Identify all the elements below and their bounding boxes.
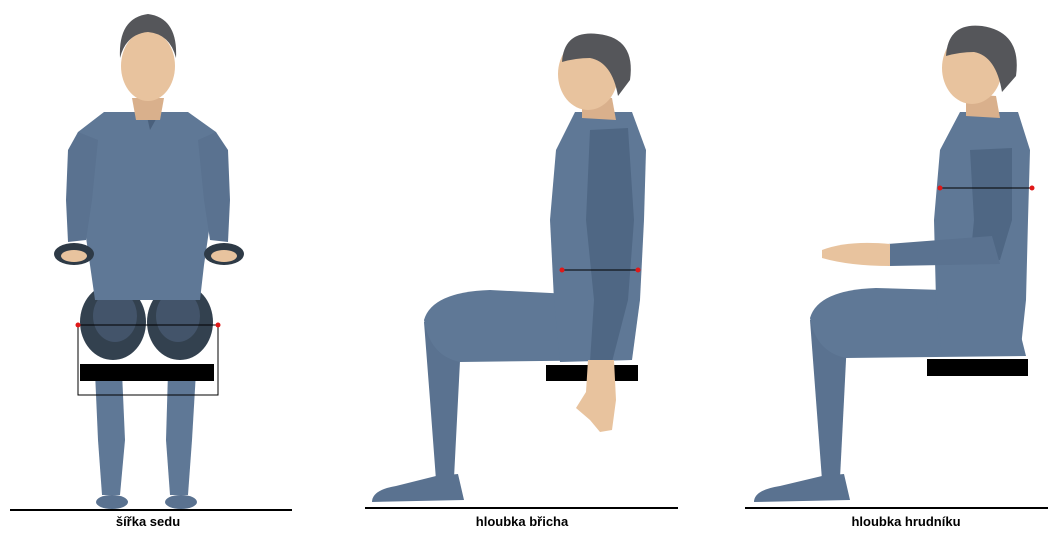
front-view-figure (0, 0, 330, 536)
seat-block (80, 364, 214, 381)
caption-chest-depth: hloubka hrudníku (851, 514, 960, 529)
right-lower-leg (166, 372, 196, 495)
foot (372, 474, 464, 502)
foot (754, 474, 850, 502)
left-foot (96, 495, 128, 509)
left-lower-leg (95, 372, 125, 495)
seat-block (927, 359, 1028, 376)
right-foot (165, 495, 197, 509)
marker-back (1030, 186, 1035, 191)
side-view-figure-chest (730, 0, 1053, 536)
neck (132, 98, 164, 120)
head (121, 31, 175, 101)
marker-left (76, 323, 81, 328)
panel-abdomen-depth: hloubka břicha (350, 0, 690, 536)
panel-chest-depth: hloubka hrudníku (730, 0, 1053, 536)
marker-front (938, 186, 943, 191)
forearm (888, 236, 1000, 266)
marker-back (636, 268, 641, 273)
caption-abdomen-depth: hloubka břicha (476, 514, 568, 529)
marker-front (560, 268, 565, 273)
panel-seat-width: šířka sedu (0, 0, 330, 536)
caption-seat-width: šířka sedu (116, 514, 180, 529)
hand (822, 243, 890, 266)
side-view-figure-abdomen (350, 0, 690, 536)
marker-right (216, 323, 221, 328)
